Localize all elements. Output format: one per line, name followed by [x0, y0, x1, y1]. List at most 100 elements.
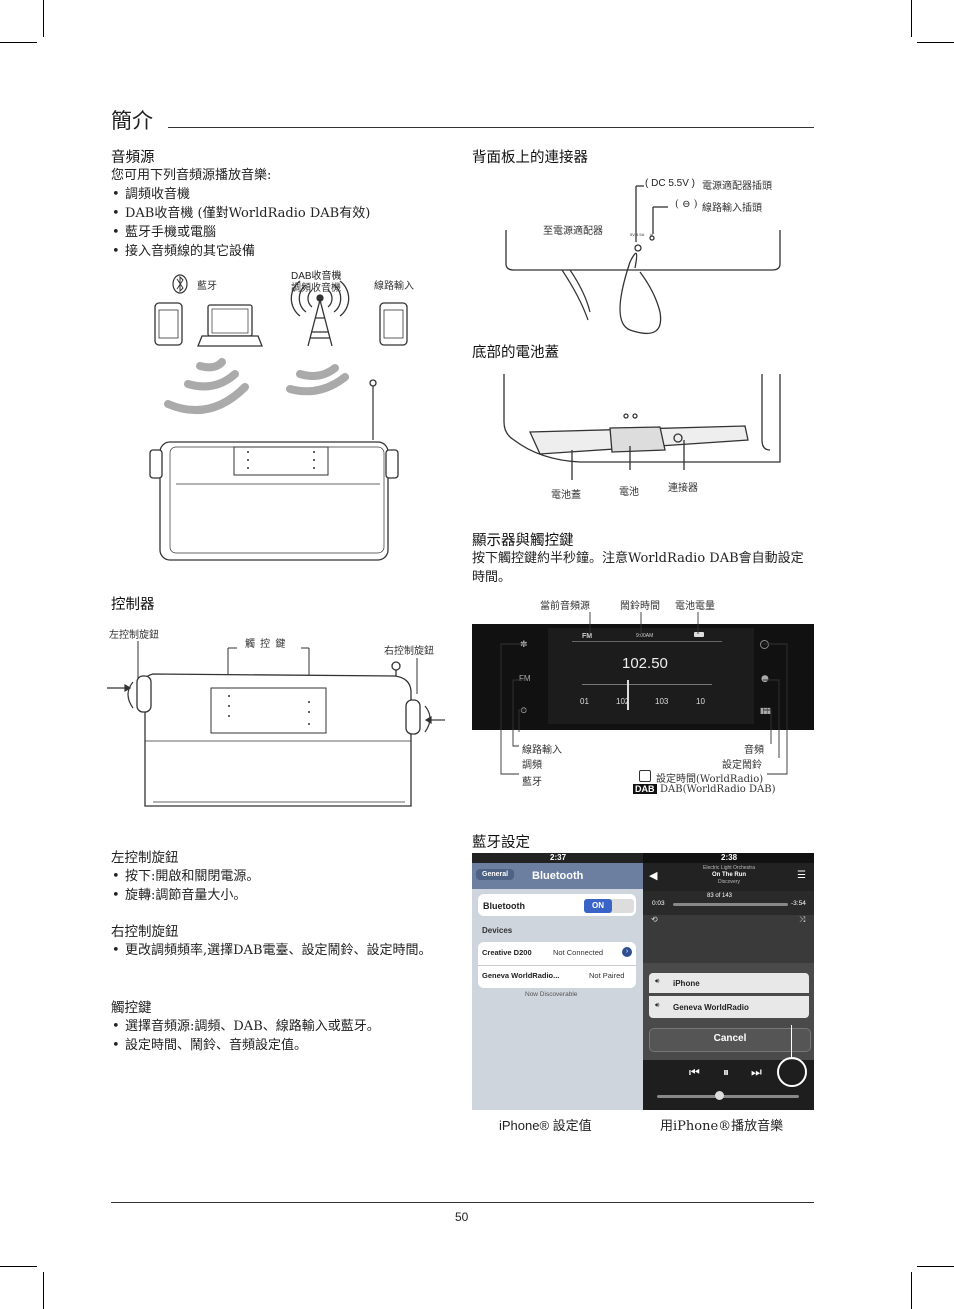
line-in-plug-icon: ( ⊖ ): [675, 199, 698, 210]
audio-key-icon[interactable]: ▮▮▮: [760, 706, 771, 715]
pause-icon[interactable]: ⏸: [723, 1065, 730, 1079]
cancel-label: Cancel: [713, 1033, 747, 1044]
set-time-callout: 設定時間(WorldRadio): [656, 774, 764, 785]
device-status: Not Connected: [553, 948, 604, 957]
shuffle-icon[interactable]: ⤨: [799, 915, 806, 924]
list-item: 更改調頻頻率,選擇DAB電臺、設定鬧鈴、設定時間。: [111, 941, 441, 960]
title-rule: [168, 127, 814, 128]
back-arrow-icon[interactable]: ◀: [649, 870, 658, 882]
crop-mark: [0, 1266, 37, 1267]
artist-name: Electric Light Orchestra: [703, 865, 755, 871]
next-track-icon[interactable]: ⏭: [751, 1065, 762, 1079]
svg-text:5V 4.5A: 5V 4.5A: [630, 232, 645, 237]
right-knob-section: 右控制旋鈕 更改調頻頻率,選擇DAB電臺、設定鬧鈴、設定時間。: [111, 922, 441, 960]
frequency-display: 102.50: [622, 655, 668, 672]
radio-device-icon: [149, 379, 399, 561]
left-knob-title: 左控制旋鈕: [111, 850, 179, 865]
crop-mark: [0, 42, 37, 43]
display-divider: [572, 641, 722, 642]
remaining-time: -3:54: [791, 900, 806, 907]
scale-tick: 103: [655, 697, 669, 706]
output-option[interactable]: [649, 996, 809, 1018]
battery-level-label: 電池電量: [675, 601, 715, 612]
nav-title: Bluetooth: [532, 870, 584, 882]
list-item: 接入音頻線的其它設備: [111, 242, 441, 261]
airplay-icon[interactable]: [777, 1057, 807, 1087]
wireless-waves-icon: [164, 358, 349, 415]
audio-sources-heading: 音頻源: [111, 150, 155, 166]
list-item: 選擇音頻源:調頻、DAB、線路輸入或藍牙。: [111, 1017, 441, 1036]
status-bar: [472, 853, 643, 863]
display-callout-lines: [500, 612, 788, 775]
rear-panel-illustration: 5V 4.5A in: [505, 185, 781, 335]
list-item: DAB收音機 (僅對WorldRadio DAB有效): [111, 204, 441, 223]
status-bar: [643, 853, 814, 863]
crop-mark: [43, 1272, 44, 1309]
clock-icon: [639, 770, 651, 782]
audio-callout: 音頻: [744, 745, 764, 756]
detail-disclosure-icon[interactable]: ›: [622, 947, 632, 957]
current-source-label: 當前音頻源: [540, 601, 590, 612]
alarm-time-label: 鬧鈴時間: [620, 601, 660, 612]
svg-text:in: in: [650, 232, 653, 237]
line-in-key-icon[interactable]: ⊖: [520, 706, 528, 716]
back-button[interactable]: General: [476, 869, 515, 880]
phone-icon: [379, 302, 408, 346]
fm-callout: 調頻: [522, 760, 542, 771]
clock-key-icon[interactable]: [760, 640, 769, 649]
right-knob-title: 右控制旋鈕: [111, 924, 179, 939]
status-time: 2:37: [550, 853, 567, 862]
devices-label: Devices: [482, 926, 513, 935]
volume-knob[interactable]: [715, 1091, 724, 1100]
display-heading: 顯示器與觸控鍵: [472, 533, 574, 549]
now-playing-bar: [643, 863, 814, 891]
caption-left: iPhone® 設定值: [499, 1115, 592, 1134]
left-knob-label: 左控制旋鈕: [109, 630, 159, 641]
previous-track-icon[interactable]: ⏮: [689, 1065, 700, 1079]
cancel-button[interactable]: [649, 1028, 811, 1052]
bluetooth-label: 藍牙: [197, 281, 217, 292]
alarm-indicator: 9:00AM: [636, 633, 654, 639]
right-knob-label: 右控制旋鈕: [384, 646, 434, 657]
speaker-icon: 🔊︎: [655, 978, 660, 985]
fm-key[interactable]: FM: [519, 674, 531, 683]
battery-icon: [694, 632, 704, 637]
display-screen: FM 9:00AM 102.50 01 102 103 10 ✱ FM ⊖ ● …: [472, 624, 814, 730]
alarm-key-icon[interactable]: ●: [761, 674, 769, 684]
progress-slider[interactable]: [673, 903, 788, 906]
dab-callout: DAB(WorldRadio DAB): [660, 784, 776, 795]
radio-device-icon: [136, 661, 421, 807]
list-item: 旋轉:調節音量大小。: [111, 886, 441, 905]
controls-illustration: [107, 641, 445, 807]
display-main-area: [548, 628, 754, 724]
press-arrow-icon: [107, 683, 445, 725]
laptop-icon: [197, 304, 263, 347]
track-count: 83 of 143: [707, 893, 733, 899]
device-name[interactable]: Geneva WorldRadio...: [482, 971, 560, 980]
crop-mark: [917, 1266, 954, 1267]
scale-tick: 102: [616, 697, 630, 706]
controls-heading: 控制器: [111, 597, 155, 613]
album-name: Discovery: [718, 879, 740, 885]
audio-sources-intro: 您可用下列音頻源播放音樂:: [111, 168, 272, 183]
dc-desc: 電源適配器插頭: [702, 181, 772, 192]
touch-keys-label: 觸 控 鍵: [245, 639, 287, 650]
bluetooth-icon: [172, 274, 188, 294]
output-option[interactable]: [649, 973, 809, 993]
fm-label: 調頻收音機: [291, 283, 341, 294]
list-item: 按下:開啟和關閉電源。: [111, 867, 441, 886]
radio-tower-icon: [290, 280, 350, 347]
list-divider: [478, 965, 636, 966]
dab-label: DAB收音機: [291, 271, 342, 282]
volume-slider[interactable]: [657, 1095, 799, 1098]
display-desc: 按下觸控鍵約半秒鐘。注意WorldRadio DAB會自動設定時間。: [472, 551, 804, 585]
bluetooth-key-icon[interactable]: ✱: [520, 640, 528, 650]
crop-mark: [917, 42, 954, 43]
repeat-icon[interactable]: ⟲: [651, 915, 658, 924]
crop-mark: [911, 0, 912, 37]
battery-cover-illustration: [503, 374, 781, 480]
discoverable-text: Now Discoverable: [525, 991, 578, 998]
device-name[interactable]: Creative D200: [482, 948, 532, 957]
scale-tick: 01: [580, 697, 589, 706]
list-icon[interactable]: ☰: [797, 870, 806, 881]
